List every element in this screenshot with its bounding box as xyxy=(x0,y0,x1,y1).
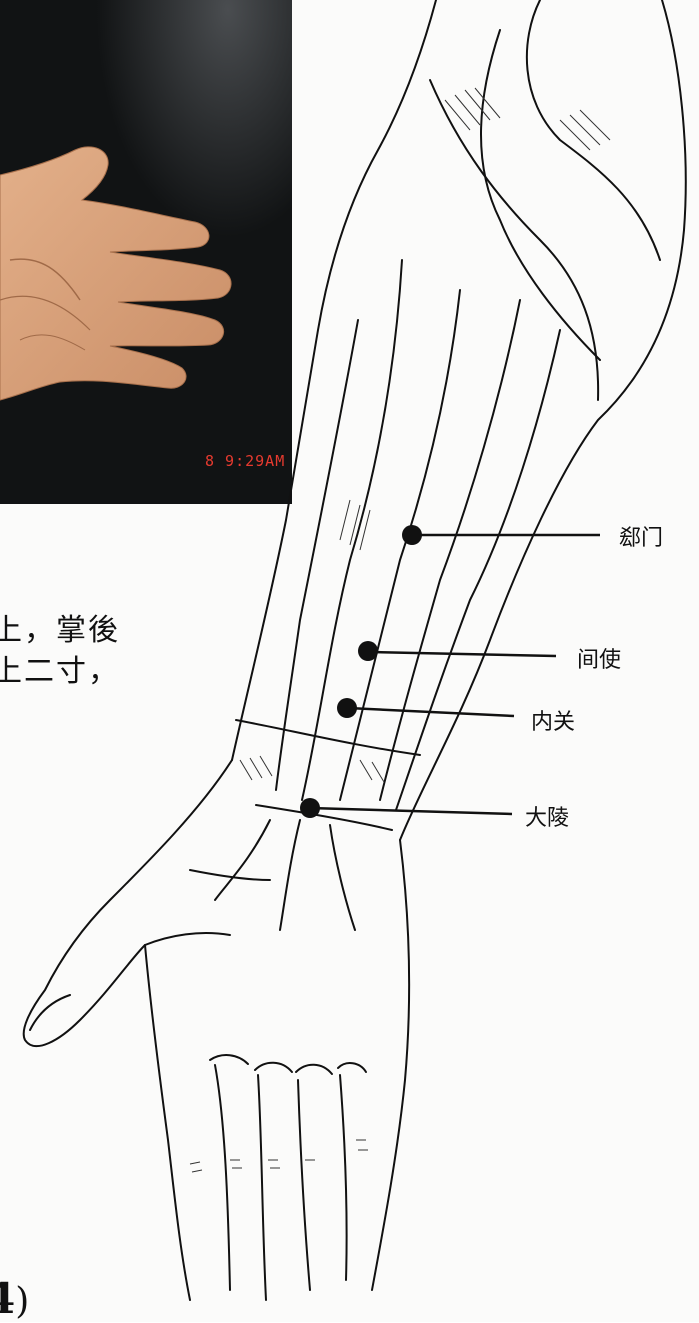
acupoint-label-neiguan: 内关 xyxy=(531,704,575,736)
acupoint-label-ximen: 郄门 xyxy=(619,520,663,552)
figure-number-paren: ) xyxy=(15,1281,29,1322)
acupoint-marker-ximen xyxy=(402,525,422,545)
caption-text-line-2: 上二寸， xyxy=(0,646,120,690)
figure-number: 4) xyxy=(0,1274,29,1323)
caption-text-line-1: 上，掌後 xyxy=(0,605,120,649)
acupoint-marker-neiguan xyxy=(337,698,357,718)
acupoint-marker-daling xyxy=(300,798,320,818)
figure-number-digit: 4 xyxy=(0,1274,15,1323)
acupoint-label-daling: 大陵 xyxy=(525,800,569,832)
acupoint-marker-jianshi xyxy=(358,641,378,661)
acupoint-label-jianshi: 间使 xyxy=(577,642,621,674)
